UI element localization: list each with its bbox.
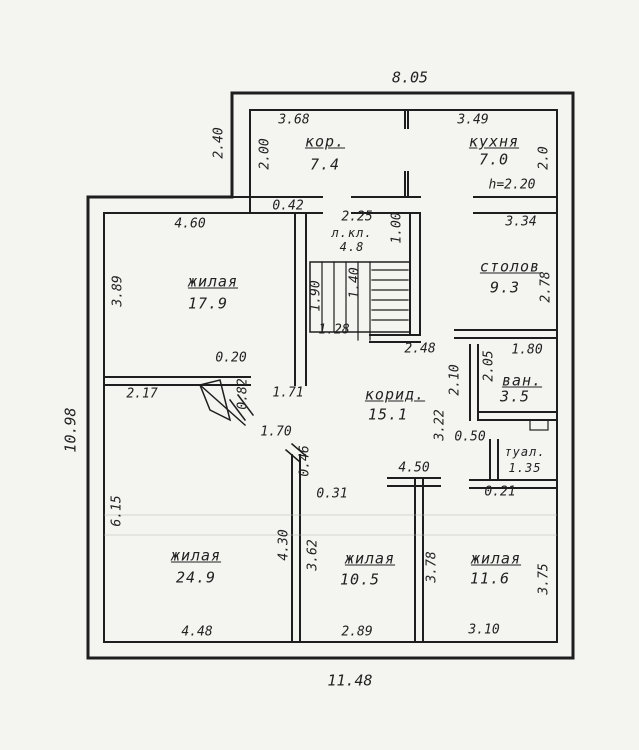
overall-top-width: 8.05 xyxy=(391,68,429,87)
dim-2-48: 2.48 xyxy=(404,341,436,357)
dim-0-82: 0.82 xyxy=(235,378,251,410)
staircase-steps xyxy=(321,261,409,341)
dim-2-10: 2.10 xyxy=(447,364,463,396)
room-name-living-s2: жилая xyxy=(470,549,522,568)
dim-2-78: 2.78 xyxy=(538,271,554,303)
overall-bottom-width: 11.48 xyxy=(327,671,373,690)
room-area-kitchen: 7.0 xyxy=(478,150,510,169)
room-area-dining: 9.3 xyxy=(489,278,521,297)
faint-grid xyxy=(104,514,557,536)
wall-bath-left xyxy=(469,344,479,421)
room-area-living-nw: 17.9 xyxy=(187,294,229,313)
wall-sw-right xyxy=(291,454,301,643)
door-swing xyxy=(198,379,232,422)
room-area-stair: 4.8 xyxy=(339,240,365,254)
dim-3-62: 3.62 xyxy=(305,539,321,571)
wall-s1-right xyxy=(414,477,424,643)
room-name-wc: туал. xyxy=(504,445,546,459)
room-name-living-nw: жилая xyxy=(187,272,239,291)
dim-4-48: 4.48 xyxy=(181,624,213,640)
room-name-kitchen: кухня xyxy=(468,132,520,151)
dim-1-90: 1.90 xyxy=(308,280,324,312)
room-name-living-sw: жилая xyxy=(170,546,222,565)
door-line xyxy=(198,383,247,427)
dim-0-42: 0.42 xyxy=(272,198,304,214)
dim-2-25: 2.25 xyxy=(341,209,373,225)
room-area-living-s1: 10.5 xyxy=(339,570,381,589)
dim-0-21: 0.21 xyxy=(484,484,516,500)
dim-2-89: 2.89 xyxy=(341,624,373,640)
room-area-living-sw: 24.9 xyxy=(175,568,217,587)
dim-h-2-20: h=2.20 xyxy=(488,177,536,193)
dim-3-75: 3.75 xyxy=(536,563,552,595)
dim-4-30: 4.30 xyxy=(276,529,292,561)
dim-3-78: 3.78 xyxy=(424,551,440,583)
dim-0-20: 0.20 xyxy=(215,350,247,366)
dim-4-60: 4.60 xyxy=(174,216,206,232)
room-area-wc: 1.35 xyxy=(508,461,542,475)
dim-1-71: 1.71 xyxy=(272,385,304,401)
wall-living-nw-right xyxy=(294,212,307,386)
dim-3-68: 3.68 xyxy=(278,112,310,128)
dim-2-17: 2.17 xyxy=(126,386,158,402)
wall-kor-kitchen xyxy=(404,109,409,198)
dim-3-22: 3.22 xyxy=(432,409,448,441)
room-name-bath: ван. xyxy=(501,371,543,390)
dim-3-49: 3.49 xyxy=(457,112,489,128)
dim-4-50: 4.50 xyxy=(398,460,430,476)
room-name-kor: кор. xyxy=(304,132,346,151)
dim-1-00: 1.00 xyxy=(389,212,405,244)
wall-bath-bottom xyxy=(477,411,558,421)
room-name-stair: л.кл. xyxy=(331,226,373,240)
dim-6-15: 6.15 xyxy=(109,495,125,527)
wc-fixture xyxy=(529,419,549,431)
overall-left-height: 10.98 xyxy=(61,407,80,453)
wall-dining-bottom xyxy=(454,329,558,339)
dim-1-80: 1.80 xyxy=(511,342,543,358)
room-name-dining: столов xyxy=(479,257,541,276)
room-area-bath: 3.5 xyxy=(499,387,531,406)
dim-2-0: 2.0 xyxy=(536,146,552,170)
dim-1-28: 1.28 xyxy=(318,322,350,338)
dim-2-00: 2.00 xyxy=(257,138,273,170)
wall-s-top xyxy=(387,477,441,487)
dim-1-70: 1.70 xyxy=(260,424,292,440)
wall-fragment-b xyxy=(284,442,308,464)
room-area-corridor: 15.1 xyxy=(367,405,409,424)
wall-living-nw-bottom xyxy=(103,376,251,386)
dim-0-46: 0.46 xyxy=(297,445,313,477)
wall-wc xyxy=(469,439,558,489)
dim-1-40: 1.40 xyxy=(347,267,363,299)
dim-3-89: 3.89 xyxy=(110,275,126,307)
wall-upper-horizontal xyxy=(249,196,558,214)
wall-fragment-a xyxy=(228,393,255,422)
dim-0-50: 0.50 xyxy=(454,429,486,445)
dim-3-10: 3.10 xyxy=(468,622,500,638)
wall-stair-dining xyxy=(409,212,421,336)
dim-2-05: 2.05 xyxy=(481,350,497,382)
room-name-living-s1: жилая xyxy=(344,549,396,568)
dim-0-31: 0.31 xyxy=(316,486,348,502)
room-name-corridor: корид. xyxy=(364,385,426,404)
wall-corridor-top xyxy=(369,334,421,343)
room-area-living-s2: 11.6 xyxy=(469,569,511,588)
dim-3-34: 3.34 xyxy=(505,214,537,230)
dim-2-40: 2.40 xyxy=(211,127,227,159)
room-area-kor: 7.4 xyxy=(309,155,341,174)
